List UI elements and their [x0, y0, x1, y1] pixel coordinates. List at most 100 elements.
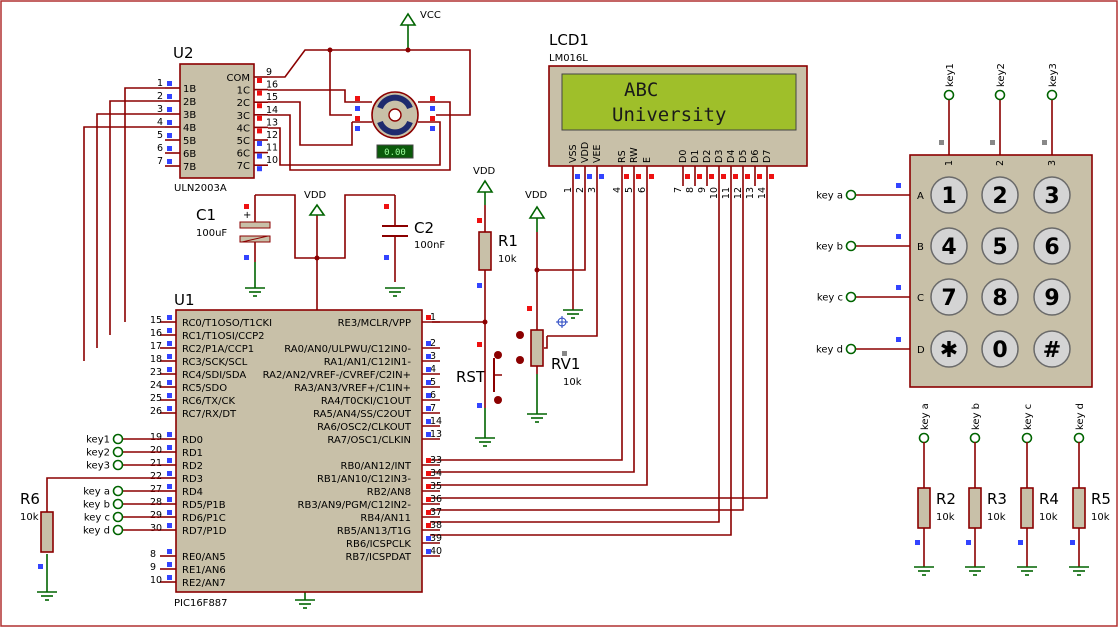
keypad-key-2[interactable]: 2: [981, 176, 1019, 214]
lcd-pin-5[interactable]: RW5: [624, 147, 641, 193]
reset-button[interactable]: RST: [456, 342, 502, 408]
lcd-pin-8[interactable]: D18: [685, 150, 702, 193]
u2-pin-1[interactable]: 11B: [157, 78, 196, 95]
keypad-key-✱[interactable]: ✱: [930, 330, 968, 368]
stepper-motor[interactable]: 0.00: [352, 91, 436, 159]
resistor-r1[interactable]: VDD R1 10k: [473, 166, 518, 355]
terminal-key-a: key a: [83, 485, 124, 498]
resistor-r6[interactable]: R6 10k: [20, 477, 160, 569]
u2-pin-2[interactable]: 22B: [157, 91, 196, 108]
lcd-pin-6[interactable]: E6: [637, 157, 654, 193]
keypad-col-key3-label: key3: [1048, 63, 1059, 87]
keypad-key-4[interactable]: 4: [930, 227, 968, 265]
keypad-key-0[interactable]: 0: [981, 330, 1019, 368]
u2-pin-4[interactable]: 44B: [157, 117, 196, 134]
keypad-key-5[interactable]: 5: [981, 227, 1019, 265]
lcd-display[interactable]: LCD1 LM016L ABC University VSS1VDD2VEE3R…: [548, 31, 808, 199]
keypad-key-3[interactable]: 3: [1033, 176, 1071, 214]
u2-pin-5[interactable]: 55B: [157, 130, 196, 147]
lcd-pin-7[interactable]: D07: [673, 150, 690, 193]
svg-text:RA7/OSC1/CLKIN: RA7/OSC1/CLKIN: [327, 435, 411, 446]
svg-text:13: 13: [745, 187, 756, 199]
keypad-key-6[interactable]: 6: [1033, 227, 1071, 265]
keypad-key-8[interactable]: 8: [981, 278, 1019, 316]
capacitor-c1[interactable]: C1 100uF +: [196, 195, 271, 262]
capacitor-c2[interactable]: C2 100nF: [382, 195, 445, 282]
keypad-key-#[interactable]: #: [1033, 330, 1071, 368]
svg-text:26: 26: [150, 406, 162, 417]
lcd-pin-9[interactable]: D29: [697, 150, 714, 193]
u2-pin-6[interactable]: 66B: [157, 143, 196, 160]
u2-pin-7[interactable]: 77B: [157, 156, 196, 173]
svg-text:RB0/AN12/INT: RB0/AN12/INT: [341, 461, 412, 472]
svg-text:RA6/OSC2/CLKOUT: RA6/OSC2/CLKOUT: [317, 422, 412, 433]
u2-pin-3[interactable]: 33B: [157, 104, 196, 121]
keypad-key-9[interactable]: 9: [1033, 278, 1071, 316]
keypad-key-1[interactable]: 1: [930, 176, 968, 214]
keypad-key-7[interactable]: 7: [930, 278, 968, 316]
potentiometer-rv1[interactable]: VDD RV1 10k: [516, 190, 582, 388]
lcd-pin-4[interactable]: RS4: [612, 150, 629, 193]
